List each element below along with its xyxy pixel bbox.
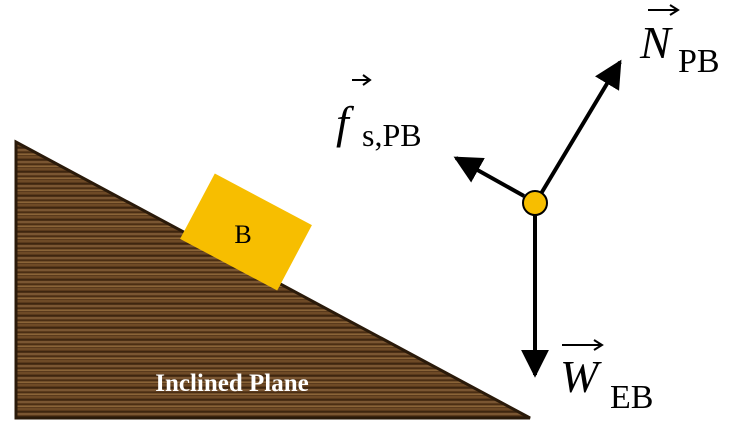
friction-force-subscript: s,PB [362, 117, 422, 153]
weight-label: W EB [560, 339, 653, 416]
force-point [522, 190, 548, 216]
friction-force-arrow [453, 156, 525, 198]
friction-force-label: f s,PB [336, 74, 422, 153]
friction-force-symbol: f [336, 97, 355, 148]
normal-force-symbol: N [639, 17, 673, 68]
weight-symbol: W [560, 351, 602, 402]
block-b [180, 173, 312, 291]
inclined-plane-label: Inclined Plane [155, 370, 309, 397]
normal-force-label: N PB [639, 4, 720, 80]
normal-force-subscript: PB [678, 43, 720, 80]
normal-force-arrow [534, 59, 622, 204]
block-b-label: B [234, 220, 251, 249]
weight-subscript: EB [610, 379, 653, 416]
